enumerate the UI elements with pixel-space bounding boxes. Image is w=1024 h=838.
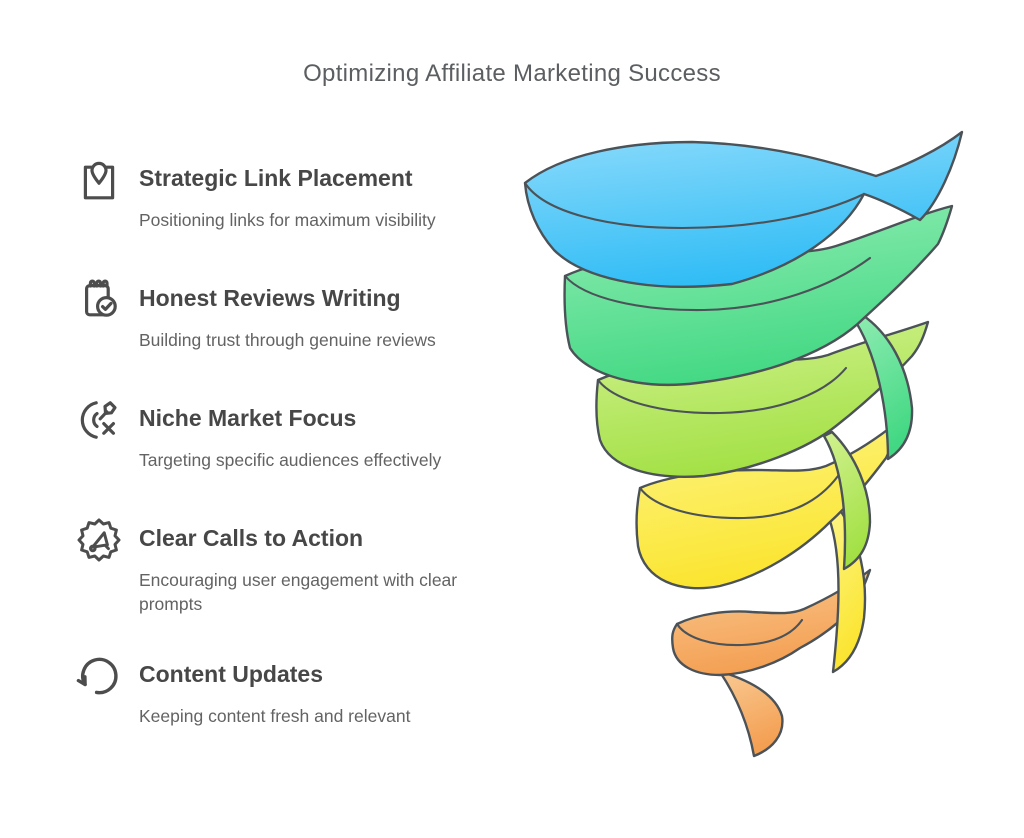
item-title: Honest Reviews Writing [139,285,401,311]
map-pin-icon [75,156,123,204]
item-title: Clear Calls to Action [139,525,364,551]
funnel-stage-3-rim-line [596,366,848,415]
funnel-stage-2-rim-line [563,256,872,312]
item-description: Encouraging user engagement with clear p… [139,570,458,614]
list-item: Content Updates Keeping content fresh an… [75,652,495,728]
item-description: Keeping content fresh and relevant [139,706,411,726]
funnel-stage-4-band [635,418,902,590]
item-description: Building trust through genuine reviews [139,330,436,350]
funnel-stage-4-rim-line [638,474,840,520]
page-title: Optimizing Affiliate Marketing Success [303,60,721,87]
list-item: Niche Market Focus Targeting specific au… [75,396,495,472]
target-dart-icon [75,396,123,444]
funnel-stage-5-tip [718,670,784,758]
funnel-stage-1-rim-line [523,181,866,230]
funnel-stage-2-wrap [850,310,914,461]
funnel-graphic [523,130,964,758]
item-title: Content Updates [139,661,323,687]
list-item: Clear Calls to Action Encouraging user e… [75,516,495,616]
item-description: Positioning links for maximum visibility [139,210,436,230]
megaphone-badge-icon [75,516,123,564]
review-check-icon [75,276,123,324]
list-item: Honest Reviews Writing Building trust th… [75,276,495,352]
list-item: Strategic Link Placement Positioning lin… [75,156,495,232]
item-title: Niche Market Focus [139,405,357,431]
item-description: Targeting specific audiences effectively [139,450,442,470]
refresh-icon [75,652,123,700]
funnel-stage-1-band [523,130,964,288]
funnel-stage-5-rim-line [675,618,804,647]
funnel-stage-3-wrap [822,430,872,571]
item-title: Strategic Link Placement [139,165,413,191]
